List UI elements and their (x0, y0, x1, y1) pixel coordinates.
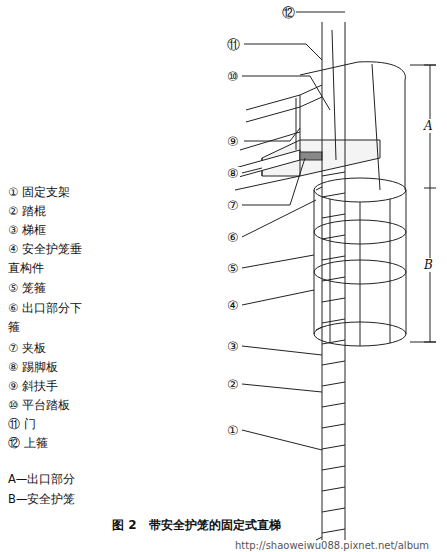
callout-number: ③ (226, 340, 240, 354)
legend-item: ⑪ 门 (8, 415, 36, 434)
ladder-rung (322, 529, 345, 533)
ladder-rung (322, 361, 345, 365)
legend-item: ② 踏棍 (8, 202, 46, 221)
ladder-rung (322, 319, 345, 323)
figure-caption: 图 2 带安全护笼的固定式直梯 (112, 516, 281, 535)
legend-item: ⑨ 斜扶手 (8, 377, 58, 396)
ladder-rung (322, 382, 345, 386)
legend-item: B—安全护笼 (8, 490, 75, 509)
ladder-rung (322, 172, 345, 176)
legend-item: ① 固定支架 (8, 183, 70, 202)
ladder-rung (322, 445, 345, 449)
legend-item: ⑩ 平台踏板 (8, 396, 70, 415)
ladder-rung (322, 487, 345, 491)
watermark: http://shaoweiwu088.pixnet.net/album (235, 536, 429, 552)
ladder-rung (322, 214, 345, 218)
legend-item: ⑥ 出口部分下箍 (8, 299, 88, 337)
ladder-rung (322, 403, 345, 407)
legend-item: ⑫ 上箍 (8, 434, 48, 453)
legend-item: ⑤ 笼箍 (8, 279, 46, 298)
ladder-rung (322, 508, 345, 512)
callout-number: ① (226, 424, 240, 438)
callout-number: ⑥ (226, 231, 240, 245)
ladder-rung (322, 466, 345, 470)
ladder-rung (322, 298, 345, 302)
callout-number: ⑦ (226, 199, 240, 213)
callout-number: ⑤ (226, 262, 240, 276)
callout-number: ⑩ (226, 70, 240, 84)
callout-number: ④ (226, 299, 240, 313)
callout-number: ⑫ (281, 6, 296, 20)
callout-number: ② (226, 378, 240, 392)
ladder-rung (322, 277, 345, 281)
callout-number: ⑨ (226, 135, 240, 149)
legend-item: ④ 安全护笼垂直构件 (8, 240, 88, 278)
ladder-rung (322, 256, 345, 260)
ladder-rung (322, 340, 345, 344)
callout-number: ⑪ (226, 38, 241, 52)
dimension-label: B (424, 258, 433, 272)
legend-item: ③ 梯框 (8, 221, 46, 240)
legend-item: ⑦ 夹板 (8, 339, 46, 358)
callout-number: ⑧ (226, 167, 240, 181)
legend-item: A—出口部分 (8, 470, 75, 489)
dimension-label: A (424, 119, 433, 133)
ladder-rung (322, 424, 345, 428)
ladder-rung (322, 235, 345, 239)
legend-item: ⑧ 踢脚板 (8, 358, 58, 377)
ladder-rung (322, 193, 345, 197)
